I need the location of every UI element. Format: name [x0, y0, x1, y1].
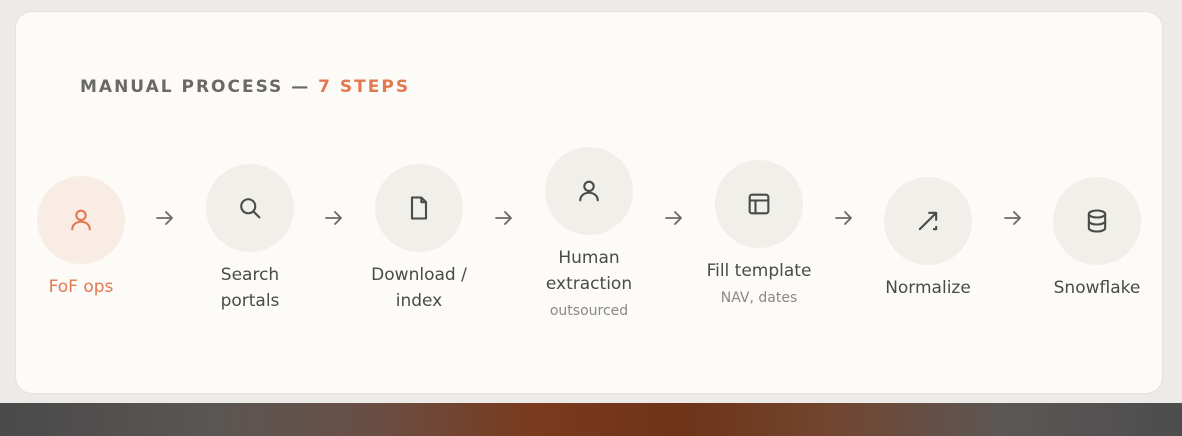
- arrow-right-icon: [1004, 211, 1021, 225]
- heading-step-count: 7 STEPS: [318, 77, 411, 97]
- step-label: FoF ops: [48, 277, 114, 297]
- step-circle: [37, 176, 125, 264]
- user-icon: [579, 180, 599, 202]
- document-icon: [410, 196, 428, 220]
- arrow-right-icon: [665, 211, 682, 225]
- step-search-portals: Search portals: [185, 164, 315, 314]
- step-circle: [715, 160, 803, 248]
- arrow-right-icon: [495, 211, 512, 225]
- step-label: Fill template: [706, 261, 812, 281]
- heading-prefix: MANUAL PROCESS —: [80, 77, 319, 97]
- step-label: Normalize: [885, 278, 971, 298]
- step-circle: [1053, 177, 1141, 265]
- step-circle: [375, 164, 463, 252]
- step-label: Download / index: [371, 265, 467, 311]
- database-icon: [1087, 209, 1107, 233]
- step-fof-ops: FoF ops: [16, 176, 146, 300]
- step-note: outsourced: [549, 303, 629, 319]
- step-human-extraction: Human extraction outsourced: [524, 147, 654, 319]
- arrow-right-icon: [835, 211, 852, 225]
- step-circle: [206, 164, 294, 252]
- step-normalize: Normalize: [863, 177, 993, 301]
- template-icon: [748, 193, 770, 215]
- normalize-icon: [918, 211, 938, 231]
- step-label: Human extraction: [545, 248, 633, 294]
- step-label: Search portals: [220, 265, 280, 311]
- step-circle: [884, 177, 972, 265]
- step-note: NAV, dates: [720, 290, 798, 306]
- step-download-index: Download / index: [354, 164, 484, 314]
- step-snowflake: Snowflake: [1032, 177, 1162, 301]
- search-icon: [240, 198, 261, 219]
- user-icon: [71, 209, 91, 231]
- step-fill-template: Fill template NAV, dates: [694, 160, 824, 306]
- arrow-right-icon: [156, 211, 173, 225]
- step-label: Snowflake: [1053, 278, 1141, 298]
- step-circle: [545, 147, 633, 235]
- arrow-right-icon: [325, 211, 342, 225]
- process-heading: MANUAL PROCESS — 7 STEPS: [80, 77, 410, 97]
- background-band: [0, 403, 1182, 436]
